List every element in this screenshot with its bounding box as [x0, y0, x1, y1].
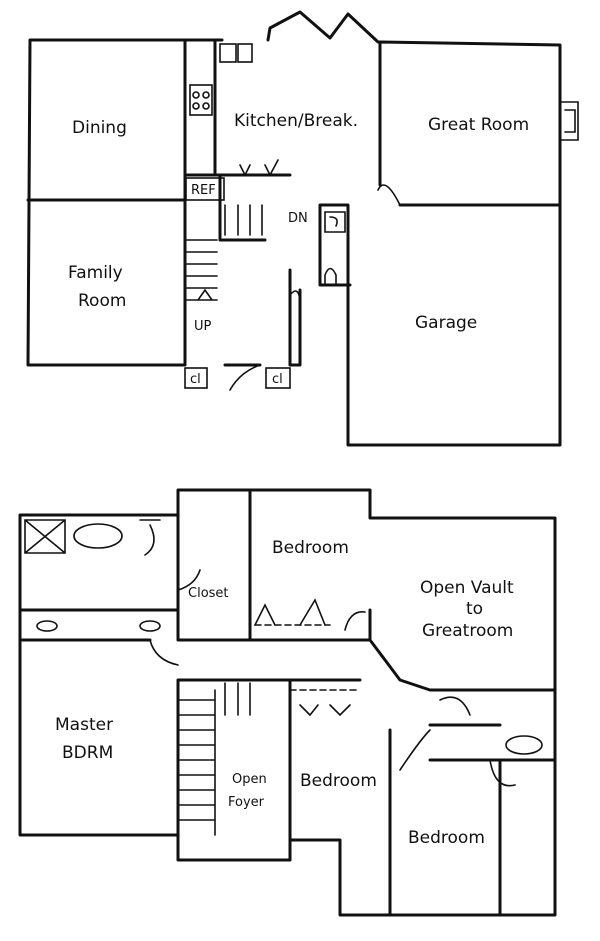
tub-icon: [24, 519, 66, 554]
room-label-great-room: Great Room: [428, 115, 529, 135]
toilet-icon: [324, 267, 337, 286]
room-label-foyer: Open: [232, 772, 267, 787]
fireplace-icon: [559, 101, 579, 141]
ref-label: REF: [191, 183, 216, 198]
first-floor-plan: Dining Kitchen/Break. Great Room Family …: [26, 10, 579, 447]
room-label-master: Master: [55, 715, 113, 735]
room-label-open-vault: to: [466, 599, 483, 619]
room-label-bedroom: Bedroom: [300, 771, 377, 791]
down-label: DN: [288, 211, 308, 226]
room-label-dining: Dining: [72, 118, 127, 138]
door-swing: [229, 159, 401, 391]
room-label-kitchen: Kitchen/Break.: [234, 111, 358, 131]
closet-right: [265, 367, 291, 389]
appliance-icon: [219, 43, 237, 63]
refrigerator: [185, 177, 225, 201]
sink-icon: [324, 211, 346, 233]
stairs-first-floor: [186, 204, 263, 301]
burner-icon: [192, 91, 200, 99]
tub-oval-icon: [73, 523, 123, 549]
closet-label: cl: [272, 372, 283, 387]
room-label-open-vault: Open Vault: [420, 578, 514, 598]
room-label-master: BDRM: [62, 743, 113, 763]
up-label: UP: [194, 319, 212, 334]
first-floor-walls: [26, 10, 562, 447]
appliance-icon: [237, 43, 253, 63]
burner-icon: [192, 102, 200, 110]
second-floor-plan: Bedroom Closet Open Vault to Greatroom M…: [18, 488, 557, 917]
sink-icon: [139, 620, 161, 632]
burner-icon: [202, 102, 210, 110]
room-label-closet: Closet: [188, 586, 229, 601]
sink-icon: [36, 620, 58, 632]
room-label-garage: Garage: [415, 313, 477, 333]
room-label-open-vault: Greatroom: [422, 621, 513, 641]
room-label-family: Family: [68, 263, 123, 283]
toilet-icon: [139, 519, 161, 556]
dashed-rail: [254, 624, 361, 691]
stairs-second-floor: [179, 682, 251, 836]
second-floor-walls: [18, 488, 557, 917]
room-label-bedroom: Bedroom: [408, 828, 485, 848]
burner-icon: [202, 91, 210, 99]
door-swing: [149, 569, 516, 787]
closet-label: cl: [190, 372, 201, 387]
range-icon: [189, 84, 213, 116]
room-label-bedroom: Bedroom: [272, 538, 349, 558]
room-label-foyer: Foyer: [228, 795, 265, 810]
room-label-family: Room: [78, 291, 126, 311]
tub-oval-icon: [505, 735, 543, 755]
closet-left: [184, 367, 208, 389]
